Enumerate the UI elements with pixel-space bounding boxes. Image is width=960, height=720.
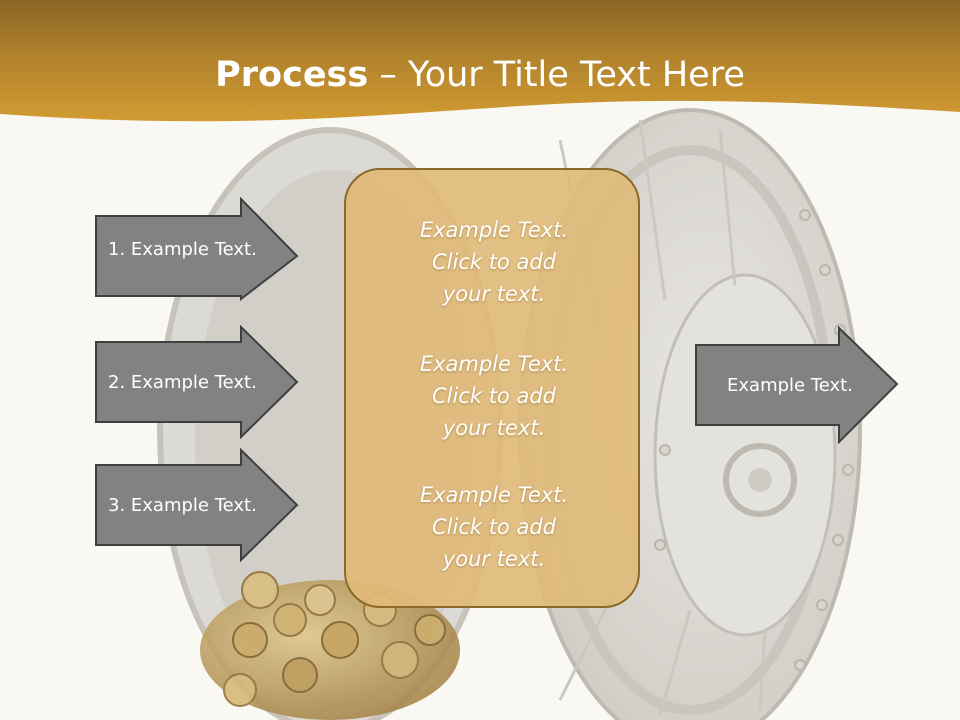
right-arrow-label: Example Text. xyxy=(727,374,853,396)
center-paragraph-2: Example Text. Click to add your text. xyxy=(346,348,642,444)
paragraph-line: Example Text. xyxy=(419,483,569,507)
paragraph-line: your text. xyxy=(442,547,546,571)
left-arrow-3[interactable]: 3. Example Text. xyxy=(94,448,300,562)
center-text-box[interactable]: Example Text. Click to add your text. Ex… xyxy=(344,168,640,608)
paragraph-line: your text. xyxy=(442,416,546,440)
paragraph-line: Click to add xyxy=(431,515,556,539)
paragraph-line: Click to add xyxy=(431,384,556,408)
center-paragraph-1: Example Text. Click to add your text. xyxy=(346,214,642,310)
paragraph-line: your text. xyxy=(442,282,546,306)
gold-coins-image xyxy=(200,571,460,720)
left-arrow-1[interactable]: 1. Example Text. xyxy=(94,197,300,301)
left-arrow-1-label: 1. Example Text. xyxy=(108,238,257,260)
paragraph-line: Example Text. xyxy=(419,352,569,376)
center-paragraph-3: Example Text. Click to add your text. xyxy=(346,479,642,575)
arrow-right-icon xyxy=(95,197,299,301)
arrow-right-icon xyxy=(95,448,299,562)
slide-title: Process – Your Title Text Here xyxy=(0,52,960,98)
header-band xyxy=(0,0,960,122)
left-arrow-2[interactable]: 2. Example Text. xyxy=(94,325,300,439)
left-arrow-2-label: 2. Example Text. xyxy=(108,371,257,393)
title-bold: Process xyxy=(215,55,369,95)
right-arrow[interactable]: Example Text. xyxy=(694,326,900,444)
paragraph-line: Example Text. xyxy=(419,218,569,242)
arrow-right-icon xyxy=(695,326,899,444)
arrow-right-icon xyxy=(95,325,299,439)
title-rest: – Your Title Text Here xyxy=(368,55,745,95)
paragraph-line: Click to add xyxy=(431,250,556,274)
left-arrow-3-label: 3. Example Text. xyxy=(108,494,257,516)
